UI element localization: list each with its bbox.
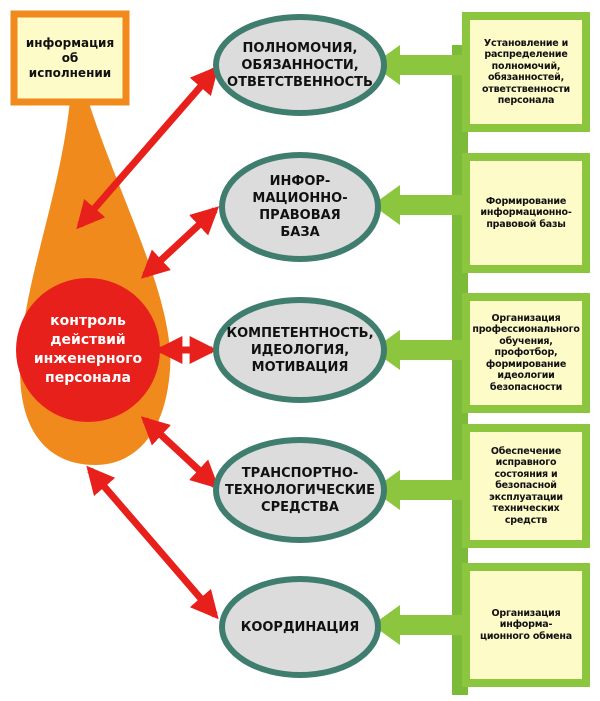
ellipse-label: КОМПЕТЕНТНОСТЬ, ИДЕОЛОГИЯ, МОТИВАЦИЯ — [226, 325, 374, 375]
ellipse-label: ИНФОР-МАЦИОННО-ПРАВОВАЯ БАЗА — [252, 174, 348, 240]
red-arrow — [86, 465, 219, 620]
green-arrow — [372, 605, 465, 645]
ellipses — [213, 14, 387, 678]
info-box-label: информация об исполнении — [25, 35, 115, 80]
control-label: контроль действий инженерного персонала — [33, 313, 143, 386]
red-arrow — [140, 206, 220, 279]
ellipse — [213, 14, 387, 116]
red-arrows — [76, 65, 220, 620]
measure-box — [462, 424, 590, 548]
ellipse — [219, 576, 381, 678]
red-circle — [16, 278, 160, 422]
ellipse-label: КООРДИНАЦИЯ — [240, 619, 360, 635]
green-arrow — [372, 45, 465, 85]
green-arrow — [372, 470, 465, 510]
ellipse — [213, 297, 387, 403]
measure-label: Организация информа-ционного обмена — [479, 607, 573, 642]
green-arrow — [372, 185, 465, 225]
measure-label: Обеспечение исправного состояния и безоп… — [489, 445, 563, 526]
ellipse — [219, 152, 381, 262]
info-box-frame — [10, 10, 130, 106]
green-arrow — [372, 330, 465, 370]
measure-box — [462, 153, 590, 273]
measure-label: Формирование информационно-правовой базы — [480, 195, 572, 230]
measure-box — [462, 563, 590, 687]
measure-label: Установление и распределение полномочий,… — [481, 37, 571, 107]
measure-box — [462, 12, 590, 132]
ellipse-label: ТРАНСПОРТНО-ТЕХНОЛОГИЧЕСКИЕ СРЕДСТВА — [224, 465, 376, 515]
ellipse — [213, 437, 387, 543]
measure-label: Организация профессионального обучения, … — [472, 312, 580, 393]
red-arrow — [140, 416, 220, 489]
red-arrow — [76, 65, 219, 230]
green-arrows — [372, 45, 465, 645]
measure-box — [462, 293, 590, 413]
ellipse-label: ПОЛНОМОЧИЯ, ОБЯЗАННОСТИ, ОТВЕТСТВЕННОСТЬ — [227, 40, 373, 90]
measure-boxes — [462, 12, 590, 687]
